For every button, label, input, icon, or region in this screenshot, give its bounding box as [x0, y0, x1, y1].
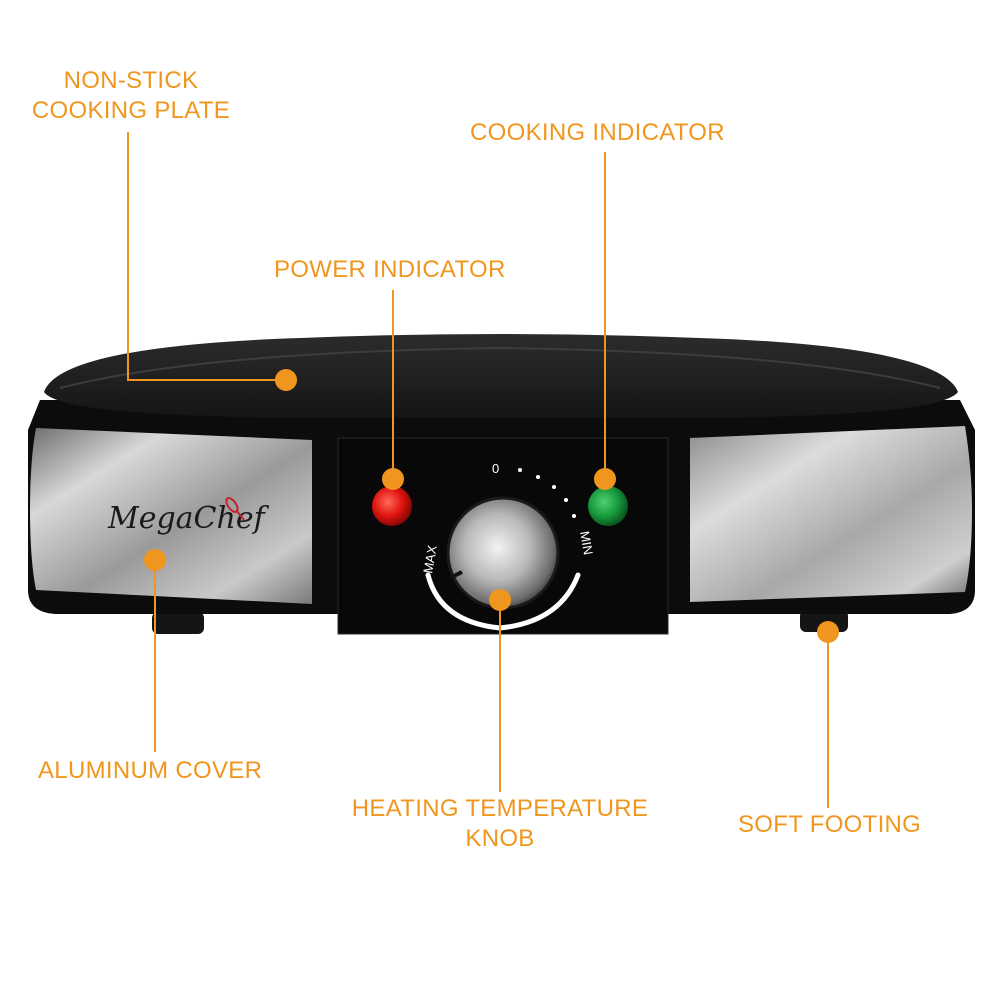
dial-min-label: MIN	[577, 530, 596, 556]
callout-cooking-plate: NON-STICK COOKING PLATE	[31, 67, 231, 124]
brand-logo: MegaChef	[107, 501, 270, 536]
callout-lines	[127, 132, 829, 808]
dial-zero-label: 0	[492, 461, 499, 476]
dial-max-label: MAX	[420, 544, 440, 575]
knob-pointer	[449, 570, 463, 580]
callout-aluminum-cover: ALUMINUM COVER	[38, 757, 263, 784]
callout-soft-footing: SOFT FOOTING	[738, 811, 922, 838]
cooking-plate	[44, 334, 958, 418]
temperature-knob[interactable]	[448, 498, 558, 608]
callout-power-indicator: POWER INDICATOR	[274, 256, 506, 283]
callout-temperature-knob: HEATING TEMPERATURE KNOB	[351, 795, 649, 852]
whisk-icon	[225, 497, 245, 521]
power-indicator-light	[372, 486, 412, 526]
callout-dots	[144, 369, 839, 643]
dial-scale-dots	[518, 468, 576, 518]
right-aluminum-cover	[690, 426, 972, 602]
left-aluminum-cover	[30, 428, 312, 604]
cooking-indicator-light	[588, 486, 628, 526]
left-foot	[152, 612, 204, 634]
callout-cooking-indicator: COOKING INDICATOR	[470, 119, 725, 146]
plate-rim-highlight	[59, 346, 941, 389]
